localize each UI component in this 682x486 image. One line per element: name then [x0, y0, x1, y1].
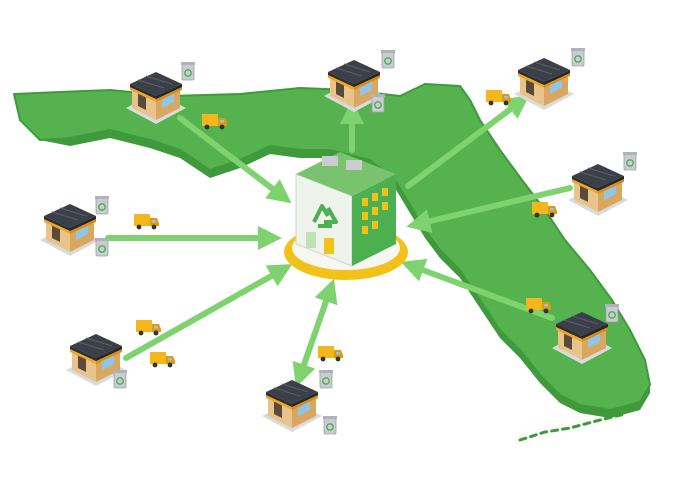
truck-icon	[136, 320, 161, 336]
truck-icon	[150, 352, 175, 368]
arrow-southwest	[123, 264, 293, 361]
recycling-center	[284, 152, 408, 280]
arrow-south	[292, 278, 338, 388]
store-west	[39, 195, 110, 257]
recycle-icon	[312, 204, 338, 228]
store-east-coast	[567, 151, 638, 217]
florida-map	[13, 83, 651, 442]
store-south	[261, 369, 338, 435]
arrow-panhandle	[177, 115, 292, 204]
truck-icon	[134, 214, 159, 230]
store-jacksonville	[513, 47, 586, 111]
arrow-east-coast	[406, 185, 573, 233]
arrows	[105, 94, 573, 388]
truck-icon	[486, 90, 511, 106]
store-southwest	[65, 333, 128, 389]
truck-icon	[318, 346, 343, 362]
arrow-jacksonville	[405, 94, 530, 189]
